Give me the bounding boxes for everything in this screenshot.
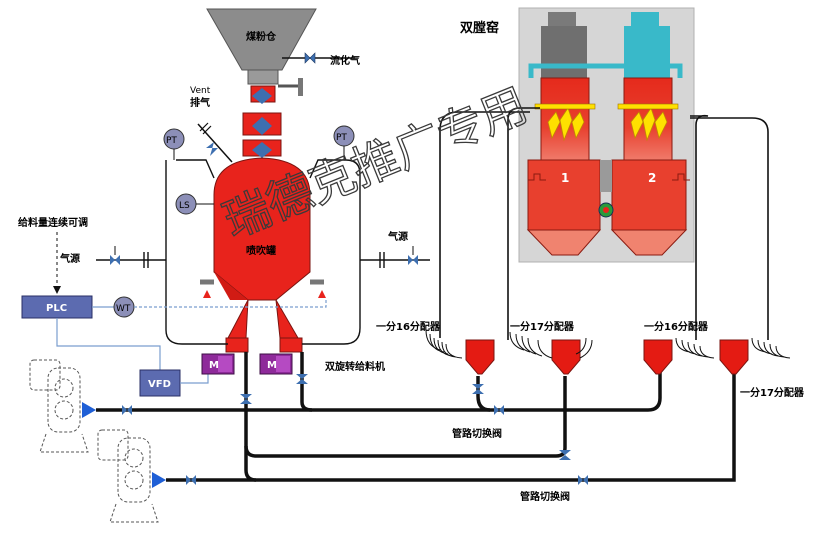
distributor-2 xyxy=(509,331,593,375)
blower-1 xyxy=(29,359,89,453)
kiln-1-lance-header xyxy=(534,103,596,110)
pipe-switch-valve-2-label: 管路切换阀 xyxy=(520,490,570,503)
tank-inlet-valve[interactable] xyxy=(252,142,272,158)
motor-2-face xyxy=(276,356,290,372)
loadcell-right-signal xyxy=(200,300,327,308)
frame-top-left xyxy=(176,159,215,179)
feeder-2-outlet-valve[interactable] xyxy=(296,374,308,384)
spray-tank: 喷吹罐 xyxy=(213,157,311,353)
motor-1-label: M xyxy=(209,360,219,371)
plc-to-vfd-signal xyxy=(56,318,161,370)
kiln-2-brick-pattern xyxy=(672,173,690,181)
feeder-1-housing xyxy=(225,337,249,353)
distributor-3-label: 一分16分配器 xyxy=(644,320,709,333)
upper-butterfly-valve[interactable] xyxy=(252,88,272,104)
distributor-1 xyxy=(425,329,495,375)
kiln-feed-pipes xyxy=(439,107,769,340)
pipe-switch-valve-1[interactable] xyxy=(494,405,504,415)
feed-adjust-label: 给料量连续可调 xyxy=(18,216,88,229)
kiln-2-top-cap xyxy=(631,12,659,26)
conveying-line-1-valve[interactable] xyxy=(122,405,132,415)
lower-butterfly-valve[interactable] xyxy=(252,117,272,135)
distributor-2-inlet-valve[interactable] xyxy=(559,450,571,460)
kiln-gas-manifold xyxy=(528,63,683,78)
motor-2-label: M xyxy=(267,360,277,371)
coal-bin-hopper xyxy=(206,8,317,71)
pipe-switch-valve-1-label: 管路切换阀 xyxy=(452,427,502,440)
ls-label: LS xyxy=(179,201,190,211)
pt-label-right: PT xyxy=(336,133,347,143)
plc-label: PLC xyxy=(46,303,67,314)
vent-orifice xyxy=(199,122,212,135)
kiln-2-lance-header xyxy=(617,103,679,110)
vent-en-label: Vent xyxy=(190,86,211,96)
spray-tank-label: 喷吹罐 xyxy=(246,244,276,257)
coal-bin: 煤粉仓 xyxy=(206,8,317,85)
wt-label: WT xyxy=(116,304,131,314)
kiln-crossover-channel xyxy=(600,160,612,192)
conveying-line-2-valve[interactable] xyxy=(186,475,196,485)
pt-label-left: PT xyxy=(166,136,177,146)
kiln-1-top xyxy=(541,26,587,78)
kiln-2-flames xyxy=(630,107,668,142)
distributor-2-label: 一分17分配器 xyxy=(510,320,575,333)
gas-source-right-flange xyxy=(379,252,385,268)
vent-line xyxy=(197,123,233,163)
spray-tank-leg-left xyxy=(227,299,249,339)
distributor-4-label: 一分17分配器 xyxy=(740,386,805,399)
feeder-2-housing xyxy=(279,337,303,353)
twin-chamber-kiln: 1 2 xyxy=(518,7,695,263)
kiln-1-outlet xyxy=(526,229,602,256)
gas-source-right-label: 气源 xyxy=(387,230,408,243)
kiln-2-top xyxy=(624,26,670,78)
conveying-pipes xyxy=(96,352,736,482)
spray-tank-body xyxy=(213,157,311,301)
vent-cn-label: 排气 xyxy=(190,96,210,109)
kiln-chamber-2-label: 2 xyxy=(648,171,656,185)
fluidizing-gas-label: 流化气 xyxy=(330,54,360,67)
spray-tank-leg-right xyxy=(275,299,299,339)
kiln-2-outlet xyxy=(610,229,688,256)
twin-rotary-feeder-label: 双旋转给料机 xyxy=(325,360,385,373)
coal-bin-neck xyxy=(247,69,279,85)
gas-source-left-valve[interactable] xyxy=(110,255,120,265)
coal-bin-side-flange xyxy=(298,78,303,96)
vent-valve[interactable] xyxy=(206,142,218,156)
distributor-3 xyxy=(643,337,715,375)
distributor-1-inlet-valve[interactable] xyxy=(472,384,484,394)
frame-left xyxy=(165,160,228,345)
pipe-switch-valve-2[interactable] xyxy=(578,475,588,485)
gas-arrow-line-2 xyxy=(152,472,166,488)
motor-1-face xyxy=(218,356,232,372)
feed-adjust-arrow xyxy=(53,286,61,294)
feeder-1-outlet-valve[interactable] xyxy=(240,394,252,404)
spray-tank-cone-left xyxy=(214,272,248,300)
kiln-1-top-cap xyxy=(548,12,576,26)
coal-bin-label: 煤粉仓 xyxy=(246,30,277,43)
distributor-4 xyxy=(719,337,791,375)
distributor-1-label: 一分16分配器 xyxy=(376,320,441,333)
vfd-label: VFD xyxy=(148,379,171,390)
gas-arrow-line-1 xyxy=(82,402,96,418)
kiln-fan-core xyxy=(603,207,609,213)
gas-source-left-flange xyxy=(143,252,149,268)
blower-2 xyxy=(97,429,159,523)
vfd-box xyxy=(139,369,181,397)
kiln-1-brick-pattern xyxy=(528,173,546,181)
gas-source-left-label: 气源 xyxy=(59,252,80,265)
gas-source-right-valve[interactable] xyxy=(408,255,418,265)
kiln-chamber-1-label: 1 xyxy=(561,171,569,185)
fluidizing-gas-valve[interactable] xyxy=(304,52,316,64)
kiln-title: 双膛窑 xyxy=(460,20,499,36)
frame-right xyxy=(302,159,361,345)
